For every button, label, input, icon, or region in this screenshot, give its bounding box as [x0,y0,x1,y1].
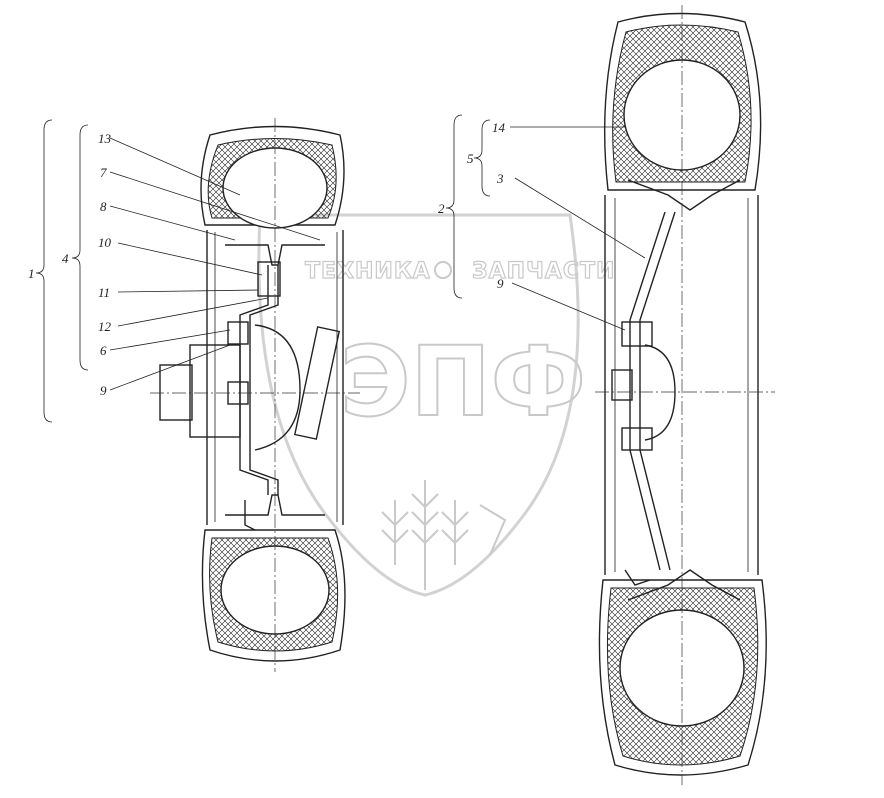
right-hub-cap [611,369,633,401]
leader-11 [117,289,259,293]
left-wheel [150,118,360,672]
right-rim-top [627,179,741,211]
callout-10: 10 [98,235,112,250]
callout-2: 2 [438,201,445,216]
watermark-shield [257,213,580,597]
brace-1 [35,119,53,423]
callout-7: 7 [100,165,107,180]
right-hub-body [644,344,676,441]
right-wheel [595,5,775,785]
watermark-logo-letters: ЭПФ [340,326,586,438]
right-valve [624,569,651,586]
callout-5: 5 [467,151,474,166]
left-valve [244,500,256,531]
left-tyre-sidewalls [206,230,344,525]
watermark: ТЕХНИКА ЗАПЧАСТИ ЭПФ [257,213,615,597]
leader-lines [109,126,646,391]
leader-3 [514,177,646,259]
callout-8: 8 [100,199,107,214]
callout-13: 13 [98,131,112,146]
callout-9-left: 9 [100,383,107,398]
right-wheel-nut-bottom [621,427,653,451]
left-brake-chamber [293,326,341,440]
callout-9-right: 9 [497,276,504,291]
callout-3: 3 [496,171,504,186]
leader-6 [109,329,231,351]
callout-14: 14 [492,120,506,135]
left-top-tyre-outline [200,125,345,226]
callout-1: 1 [28,266,35,281]
callout-4: 4 [62,251,69,266]
callout-11: 11 [98,285,110,300]
brace-2 [445,114,463,299]
left-tyre-inner-lines [214,232,338,522]
leader-10 [117,242,263,276]
callout-6: 6 [100,343,107,358]
left-rim-bolt [257,261,281,297]
leader-9-left [109,344,231,391]
left-disc-outer [239,265,269,495]
wheat-icon [381,480,507,590]
left-rim-top [225,244,325,266]
callout-12: 12 [98,319,112,334]
right-braces [445,114,491,299]
right-rim-bottom [627,569,741,601]
gear-icon [434,261,452,279]
right-bottom-tyre-outline [598,579,767,776]
left-disc-inner [249,265,279,495]
right-top-tyre-outline [603,12,762,191]
leader-13 [109,137,241,196]
brace-5 [473,119,491,197]
left-wheel-nut-top [227,321,249,345]
right-disc-outer [629,211,666,571]
brace-4 [71,124,89,371]
watermark-right-word: ЗАПЧАСТИ [472,259,615,284]
right-tyre-sidewalls [604,195,759,575]
right-tyre-inner-lines [614,198,749,572]
right-disc-inner [639,211,676,571]
left-hub-body [254,324,301,451]
leader-8 [109,205,236,241]
watermark-left-word: ТЕХНИКА [305,259,431,284]
leader-9-right [511,282,626,331]
left-bottom-tyre-outline [201,529,346,662]
left-hub-flange [189,344,241,438]
leader-12 [117,297,269,327]
right-wheel-nut-top [621,321,653,347]
leader-7 [109,171,321,241]
left-hub-cap [159,364,193,421]
callouts: 1 4 13 7 8 10 11 12 6 9 2 5 14 3 9 [28,120,506,398]
left-braces [35,119,89,423]
